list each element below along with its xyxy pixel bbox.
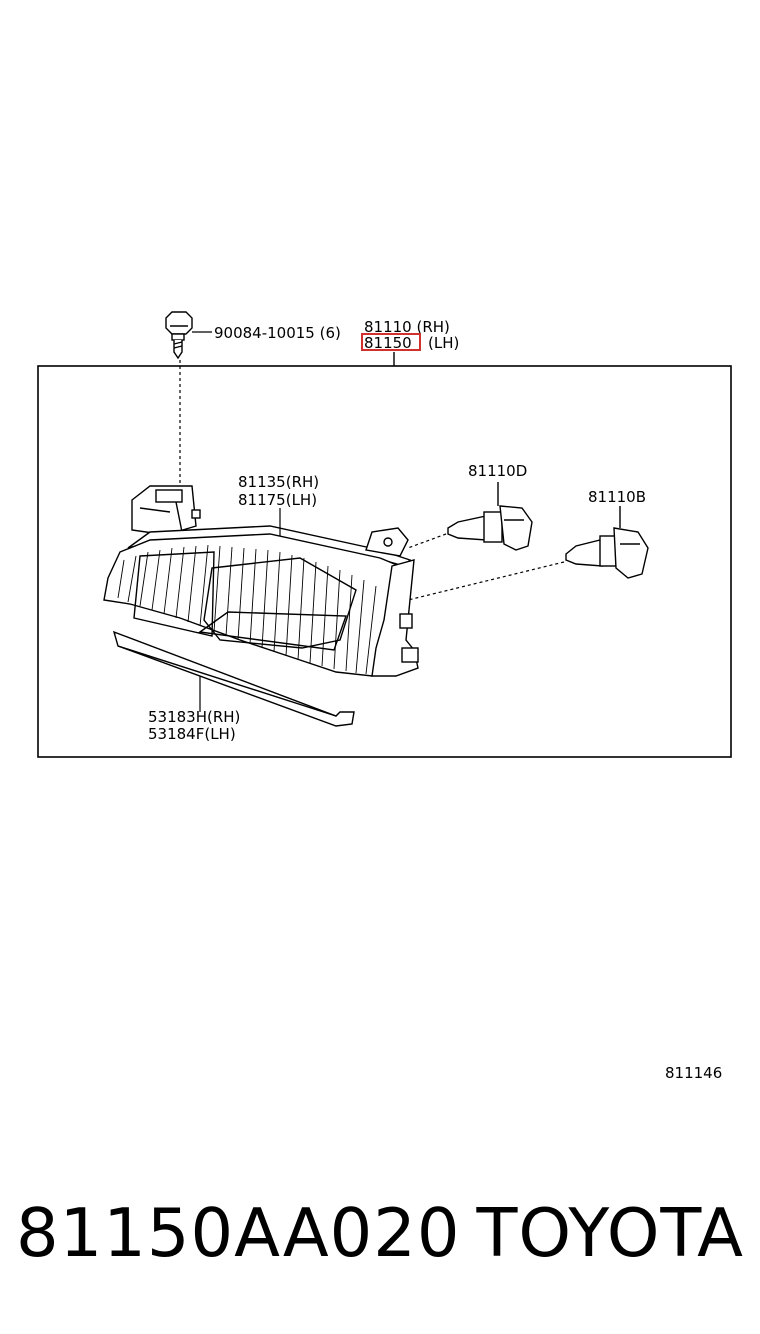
diagram-id-label: 811146 — [665, 1064, 722, 1082]
assembly-lh-side: (LH) — [428, 334, 459, 352]
parts-diagram: 90084-10015 (6) 81110 (RH) 81150 (LH) — [37, 311, 732, 1082]
bolt-icon — [165, 311, 193, 360]
trim-rh-label: 53183H(RH) — [148, 708, 240, 726]
trim-lh-label: 53184F(LH) — [148, 725, 236, 743]
assembly-lh-code: 81150 — [364, 334, 412, 352]
bulb-d-dashed — [407, 533, 447, 549]
headlamp-icon — [103, 485, 419, 677]
assembly-frame — [37, 365, 732, 758]
lens-rh-label: 81135(RH) — [238, 473, 319, 491]
highlight-box — [361, 333, 421, 351]
bulb-d-icon — [447, 482, 533, 551]
bulb-d-label: 81110D — [468, 462, 527, 480]
bulb-b-icon — [565, 506, 649, 579]
trim-strip-icon — [112, 630, 355, 727]
bulb-b-label: 81110B — [588, 488, 646, 506]
brand-name: TOYOTA — [476, 1194, 744, 1272]
lens-hatching — [117, 544, 377, 675]
bolt-label: 90084-10015 (6) — [214, 324, 341, 342]
bulb-b-dashed — [407, 561, 565, 601]
footer: 81150AA020 TOYOTA — [0, 1188, 760, 1278]
lens-lh-label: 81175(LH) — [238, 491, 317, 509]
assembly-rh-label: 81110 (RH) — [364, 318, 450, 336]
part-number: 81150AA020 — [16, 1194, 461, 1272]
